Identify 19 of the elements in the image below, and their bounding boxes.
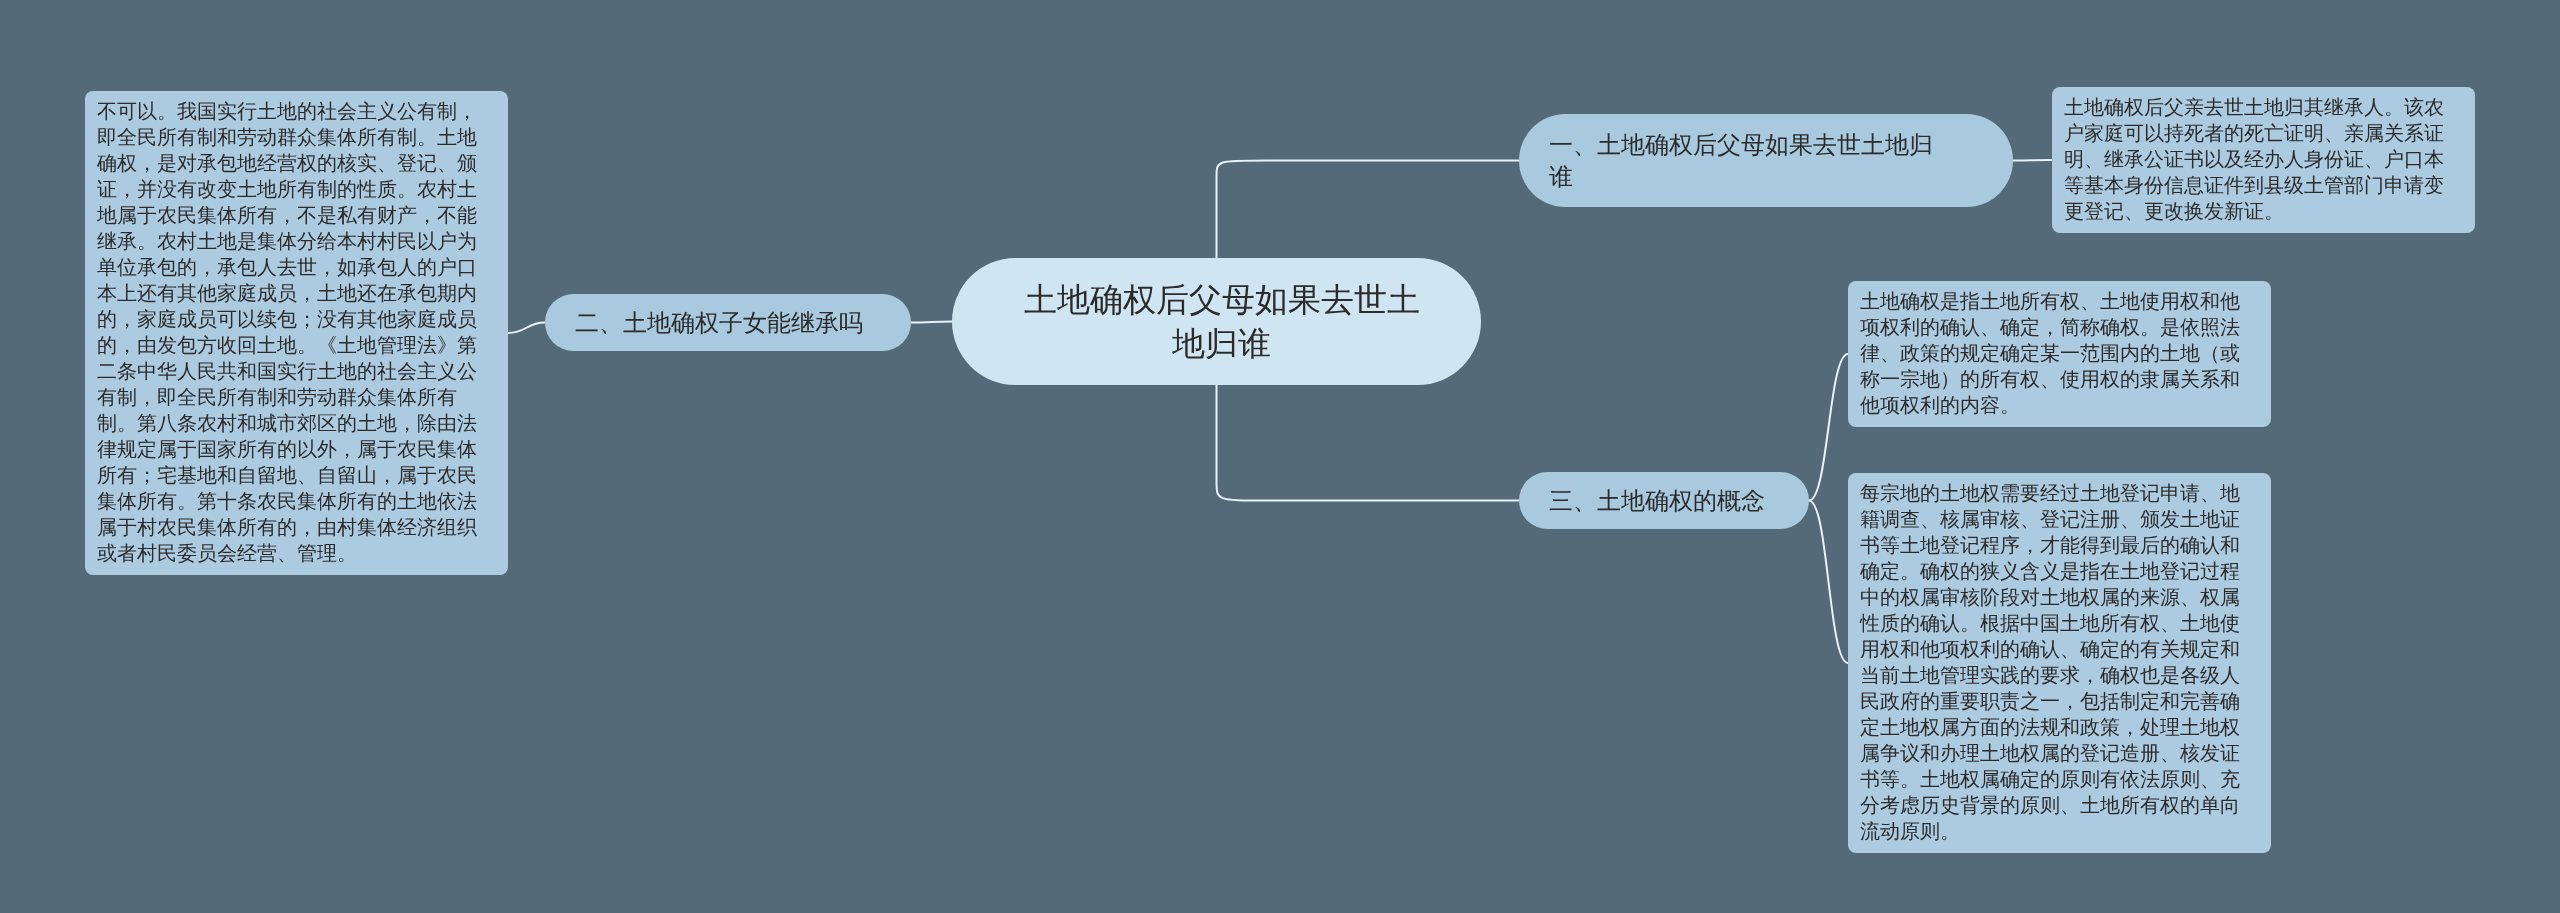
detail-card — [1848, 281, 2271, 427]
detail-text: 土地确权是指土地所有权、土地使用权和他项权利的确认、确定，简称确权。是依照法律、政策的规定确定某一范围内的土地（或称一宗地）的所有权、使用权的隶属关系和他项权利的内容。 — [1860, 289, 2241, 419]
connector-line — [1215, 159, 1520, 259]
detail-card — [2052, 87, 2475, 233]
branch-topic — [545, 294, 911, 351]
connector-line — [2012, 159, 2053, 162]
branch-text: 二、土地确权子女能继承吗 — [575, 307, 863, 339]
branch-topic — [1519, 472, 1809, 529]
connector-line — [1215, 384, 1520, 502]
branch-text: 一、土地确权后父母如果去世土地归谁 — [1549, 129, 1934, 193]
branch-text: 三、土地确权的概念 — [1549, 485, 1765, 517]
detail-text: 土地确权后父亲去世土地归其继承人。该农户家庭可以持死者的死亡证明、亲属关系证明、继承公证书以及经办人身份证、户口本等基本身份信息证件到县级土管部门申请变更登记、更改换发新证。 — [2064, 95, 2445, 225]
detail-text: 每宗地的土地权需要经过土地登记申请、地籍调查、核属审核、登记注册、颁发土地证书等土地登记程序，才能得到最后的确认和确定。确权的狭义含义是指在土地登记过程中的权属审核阶段对土地权属的来源、权属性质的确认。根据中国土地所有权、土地使用权和他项权利的确认、确定的有关规定和当前土地管理实践的要求，确权也是各级人民政府的重要职责之一，包括制定和完善确定土地权属方面的法规和政策，处理土地权属争议和办理土地权属的登记造册、核发证书等。土地权属确定的原则有依法原则、充分考虑历史背景的原则、土地所有权的单向流动原则。 — [1860, 481, 2241, 845]
connector-line — [507, 321, 546, 334]
topic-text: 土地确权后父母如果去世土地归谁 — [1022, 278, 1421, 365]
detail-text: 不可以。我国实行土地的社会主义公有制，即全民所有制和劳动群众集体所有制。土地确权，是对承包地经营权的核实、登记、颁证，并没有改变土地所有制的性质。农村土地属于农民集体所有，不是私有财产，不能继承。农村土地是集体分给本村村民以户为单位承包的，承包人去世，如承包人的户口本上还有其他家庭成员，土地还在承包期内的，家庭成员可以续包；没有其他家庭成员的，由发包方收回土地。《土地管理法》第二条中华人民共和国实行土地的社会主义公有制，即全民所有制和劳动群众集体所有制。第八条农村和城市郊区的土地，除由法律规定属于国家所有的以外，属于农民集体所有；宅基地和自留地、自留山，属于农民集体所有。第十条农民集体所有的土地依法属于村农民集体所有的，由村集体经济组织或者村民委员会经营、管理。 — [97, 99, 478, 567]
connector-line — [1808, 353, 1849, 502]
connector-line — [1808, 499, 1849, 664]
connector-line — [910, 320, 953, 324]
